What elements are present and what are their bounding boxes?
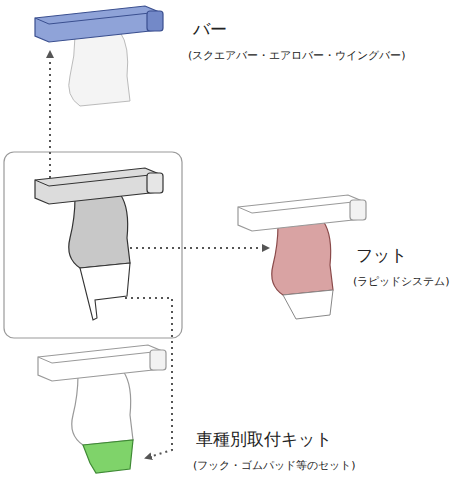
- kit-part: [38, 345, 166, 473]
- part-name: バー: [193, 20, 227, 40]
- assembly-frame: [4, 152, 182, 338]
- part-note: (スクエアバー・エアロバー・ウイングバー): [188, 50, 406, 63]
- part-note: (ラピッドシステム): [353, 276, 450, 289]
- leader-arrow: [130, 247, 268, 249]
- leader-arrow: [49, 52, 51, 178]
- bar-part: [35, 6, 163, 106]
- part-name: 車種別取付キット: [196, 430, 332, 450]
- leader-arrow: [125, 298, 172, 458]
- part-note: (フック・ゴムパッド等のセット): [193, 460, 356, 473]
- foot-part: [238, 195, 366, 319]
- part-name: フット: [356, 246, 407, 266]
